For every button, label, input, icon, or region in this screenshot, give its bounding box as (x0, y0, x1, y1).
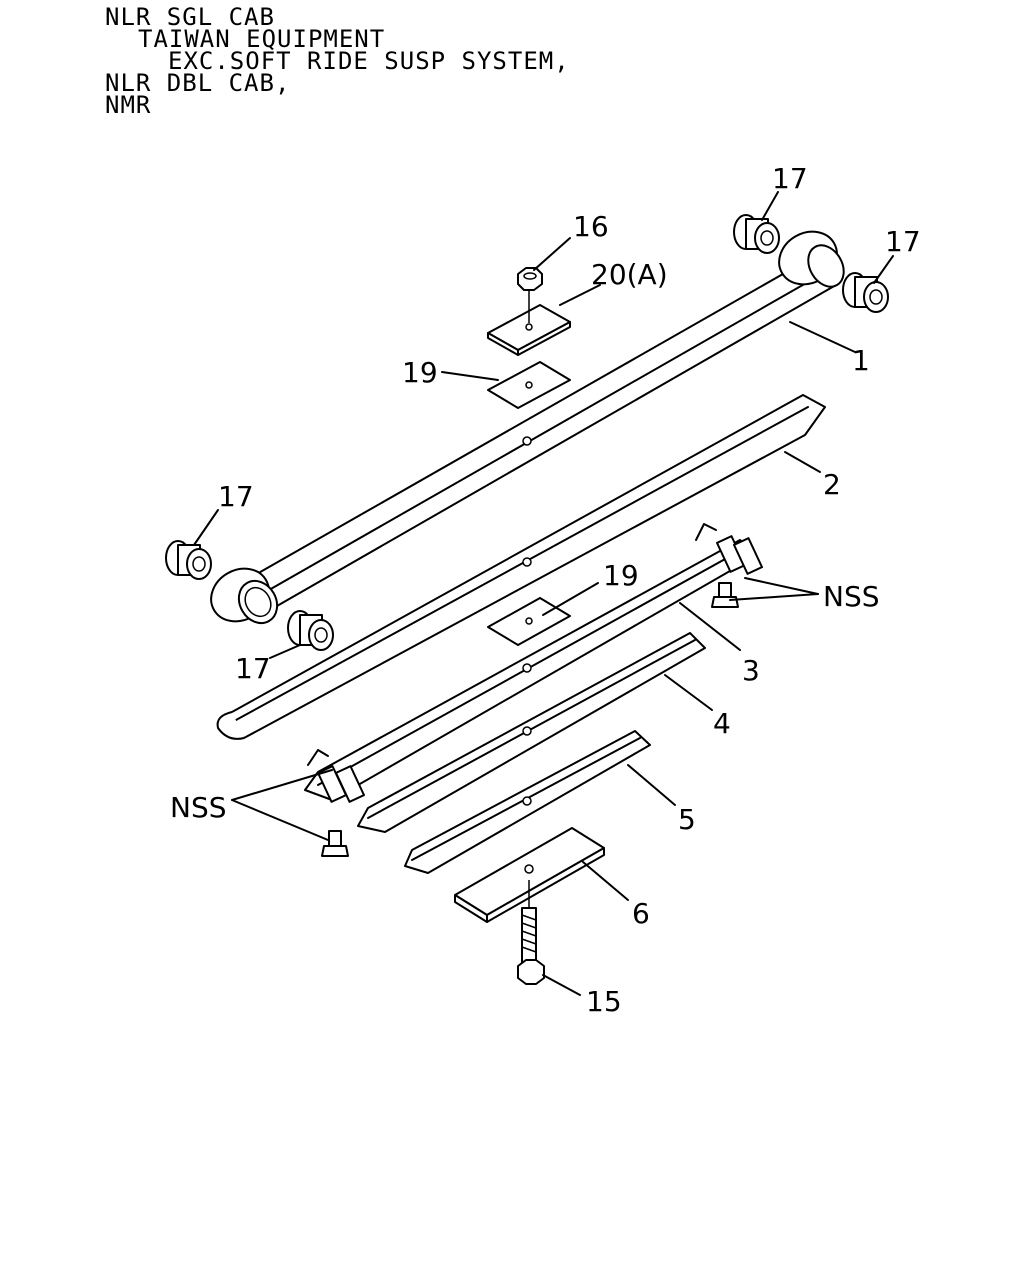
callout-1: 1 (852, 344, 870, 377)
callout-5: 5 (678, 803, 696, 836)
callout-17-top-left: 17 (772, 162, 808, 195)
callout-nss-right: NSS (823, 580, 880, 613)
header-line-4: NLR DBL CAB, (105, 69, 290, 97)
callout-17-left-lower: 17 (235, 652, 271, 685)
header-line-3: EXC.SOFT RIDE SUSP SYSTEM, (168, 47, 570, 75)
leaf-part-3 (304, 523, 764, 803)
header-line-2: TAIWAN EQUIPMENT (138, 25, 385, 53)
callout-20a: 20(A) (591, 258, 668, 291)
bushing-part-17-left-upper (165, 540, 212, 580)
nss-bolt-left (321, 830, 349, 857)
callout-15: 15 (586, 985, 622, 1018)
callout-nss-left: NSS (170, 791, 227, 824)
bushing-part-17-left-lower (287, 610, 334, 651)
header-line-1: NLR SGL CAB (105, 3, 275, 31)
bushing-part-17-top-right (842, 272, 889, 313)
callout-16: 16 (573, 210, 609, 243)
callout-19-lower: 19 (603, 559, 639, 592)
header-line-5: NMR (105, 91, 151, 119)
callout-19-upper: 19 (402, 356, 438, 389)
center-bolt-part-15 (517, 880, 545, 985)
leaf-part-5 (404, 730, 651, 874)
callout-2: 2 (823, 468, 841, 501)
callout-17-left-upper: 17 (218, 480, 254, 513)
nut-part-16 (517, 267, 543, 323)
pad-part-19-upper (487, 361, 571, 409)
plate-part-20a (487, 304, 571, 356)
main-leaf-part-1 (210, 230, 845, 625)
bushing-part-17-top-left (733, 214, 780, 254)
callout-6: 6 (632, 897, 650, 930)
applicability-header: NLR SGL CAB TAIWAN EQUIPMENT EXC.SOFT RI… (105, 3, 570, 119)
leaf-part-2 (216, 394, 826, 740)
callout-4: 4 (713, 707, 731, 740)
callout-17-top-right: 17 (885, 225, 921, 258)
callout-3: 3 (742, 654, 760, 687)
leader-lines (193, 191, 894, 996)
leaf-part-4 (357, 632, 706, 833)
pad-part-19-lower (487, 597, 571, 646)
callouts: 1 2 3 4 5 6 15 16 17 17 17 17 19 19 20(A… (170, 162, 921, 1018)
nss-bolt-right (711, 582, 739, 608)
spacer-part-6 (454, 827, 605, 923)
